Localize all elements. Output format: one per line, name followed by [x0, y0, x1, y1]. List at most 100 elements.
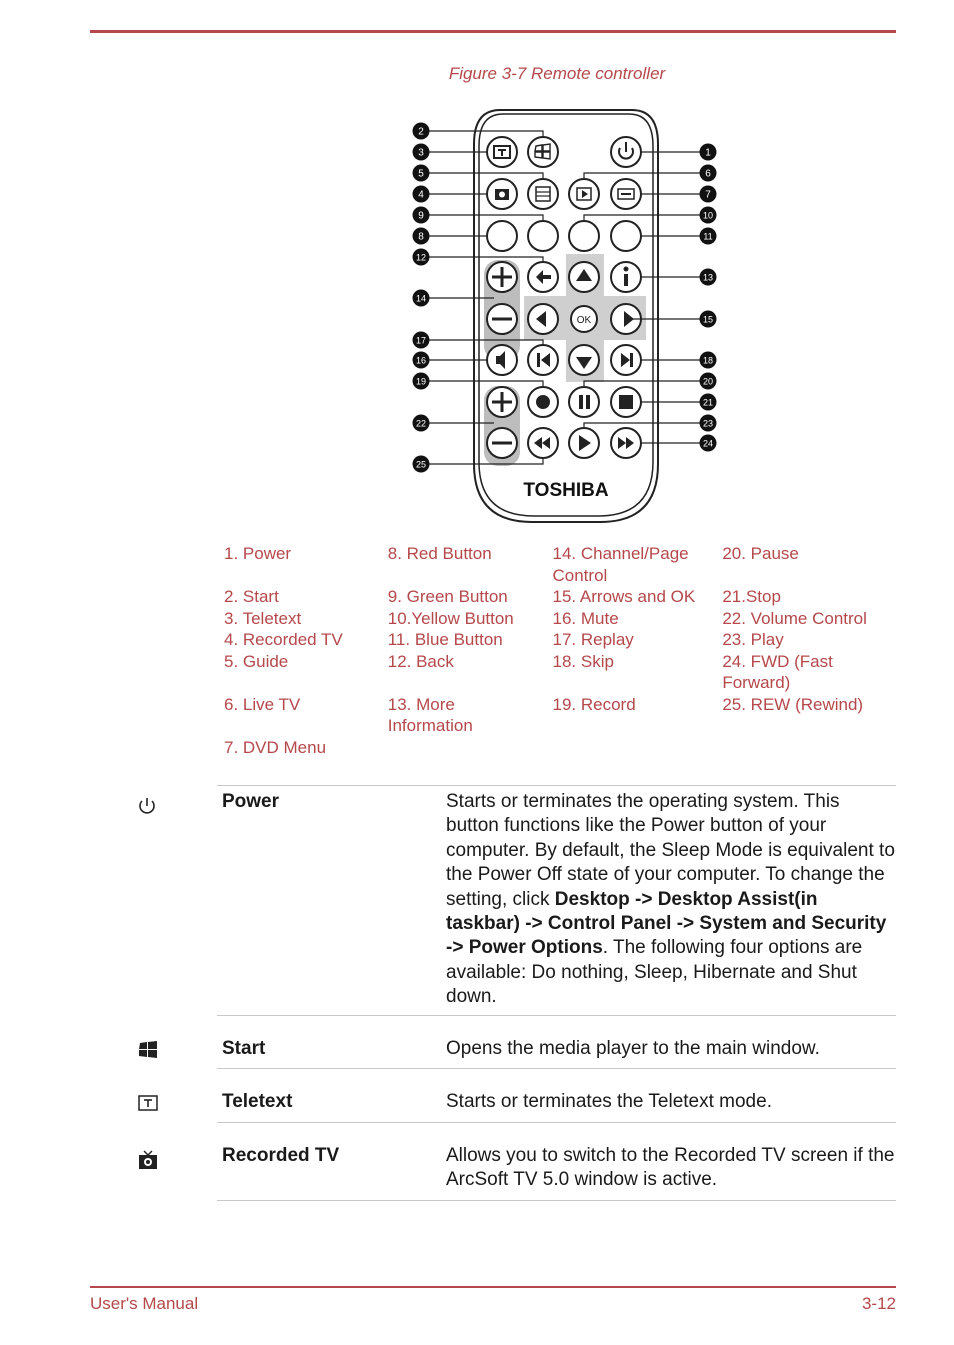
callout-bubble	[699, 164, 717, 182]
callout-number: 14	[416, 294, 426, 304]
footer-rule	[90, 1286, 896, 1288]
figure-caption: Figure 3-7 Remote controller	[448, 64, 666, 83]
legend-item: 20. Pause	[722, 544, 799, 563]
legend-item: 12. Back	[387, 651, 454, 671]
callout-number: 12	[416, 253, 426, 263]
entry-start: Start Opens the media player to the main…	[139, 1016, 896, 1069]
callout-number: 11	[703, 232, 712, 242]
recorded-tv-icon	[139, 1150, 157, 1169]
callout-bubble	[412, 227, 430, 245]
entry-text: Allows you to switch to the Recorded TV …	[446, 1145, 895, 1191]
callout-bubble	[412, 351, 430, 369]
callouts-right: 1 6 7 10 11 13 15 18 20 21 23 24	[699, 143, 717, 452]
footer-manual-title: User's Manual	[90, 1294, 199, 1313]
callout-number: 1	[705, 148, 711, 159]
legend-item: 10.Yellow Button	[387, 608, 514, 628]
callout-number: 19	[416, 377, 426, 387]
legend-item: 18. Skip	[552, 651, 614, 671]
callout-bubble	[699, 268, 717, 286]
legend-item: 21.Stop	[722, 587, 781, 606]
entry-term: Start	[222, 1038, 266, 1059]
teletext-icon	[138, 1095, 158, 1111]
callout-bubble	[412, 248, 430, 266]
legend-item: 24. FWD (Fast Forward)	[722, 651, 833, 693]
callout-number: 25	[416, 460, 426, 470]
callout-number: 23	[703, 419, 713, 429]
entry-text: Starts or terminates the operating syste…	[446, 791, 895, 1008]
callout-bubble	[412, 372, 430, 390]
legend-item: 2. Start	[224, 587, 279, 606]
callout-number: 15	[703, 315, 713, 325]
callout-bubble	[699, 351, 717, 369]
callout-number: 7	[705, 190, 711, 201]
callout-bubble	[699, 206, 717, 224]
legend-item: 8. Red Button	[387, 544, 492, 563]
callout-bubble	[412, 206, 430, 224]
legend-item: 14. Channel/Page Control	[552, 544, 689, 585]
legend-item: 5. Guide	[224, 651, 289, 671]
brand-label: TOSHIBA	[523, 480, 608, 501]
legend-item: 6. Live TV	[224, 694, 301, 714]
entry-term: Recorded TV	[222, 1145, 340, 1166]
legend-item: 16. Mute	[552, 608, 619, 628]
callout-bubble	[699, 372, 717, 390]
callout-bubble	[699, 310, 717, 328]
legend-item: 22. Volume Control	[722, 608, 867, 628]
callout-bubble	[699, 185, 717, 203]
entry-text: Opens the media player to the main windo…	[446, 1038, 820, 1059]
legend-item: 19. Record	[552, 694, 636, 714]
callout-number: 21	[703, 398, 713, 408]
callout-number: 8	[418, 232, 424, 243]
callout-number: 18	[703, 356, 713, 366]
legend-item: 25. REW (Rewind)	[722, 694, 864, 714]
callout-bubble	[412, 455, 430, 473]
page-number: 3-12	[861, 1294, 896, 1313]
callout-bubble	[412, 185, 430, 203]
callouts-left: 2 3 5 4 9 8 12 14 17 16 19 22 25	[412, 122, 430, 473]
callout-number: 5	[418, 169, 424, 180]
windows-logo-icon	[139, 1041, 157, 1058]
callout-bubble	[699, 434, 717, 452]
legend-item: 7. DVD Menu	[224, 737, 327, 757]
entry-recorded-tv: Recorded TV Allows you to switch to the …	[139, 1123, 896, 1201]
entry-teletext: Teletext Starts or terminates the Telete…	[138, 1069, 896, 1123]
button-legend: 1. Power 8. Red Button 14. Channel/Page Co…	[218, 543, 898, 758]
header-rule	[90, 30, 896, 33]
legend-item: 13. More Information	[387, 694, 473, 736]
callout-number: 3	[418, 148, 424, 159]
callout-bubble	[412, 122, 430, 140]
legend-item: 9. Green Button	[387, 587, 508, 606]
callout-number: 2	[418, 127, 424, 138]
callout-number: 17	[416, 336, 426, 346]
callout-bubble	[699, 393, 717, 411]
button-descriptions: Power Starts or terminates the operating…	[138, 785, 896, 1201]
callout-number: 20	[703, 377, 713, 387]
callout-number: 4	[418, 190, 424, 201]
callout-bubble	[412, 164, 430, 182]
ok-label: OK	[577, 315, 592, 326]
legend-item: 3. Teletext	[224, 608, 302, 628]
entry-term: Power	[222, 791, 280, 812]
callout-number: 13	[703, 273, 713, 283]
callout-bubble	[412, 143, 430, 161]
entry-term: Teletext	[222, 1091, 293, 1112]
callout-bubble	[699, 227, 717, 245]
callout-number: 9	[418, 211, 424, 222]
callout-number: 16	[416, 356, 426, 366]
legend-item: 23. Play	[722, 630, 784, 649]
entry-power: Power Starts or terminates the operating…	[139, 786, 896, 1016]
callout-number: 6	[705, 169, 711, 180]
legend-item: 1. Power	[224, 544, 292, 563]
callout-number: 24	[703, 439, 713, 449]
callout-bubble	[699, 143, 717, 161]
legend-item: 17. Replay	[552, 630, 634, 649]
callout-bubble	[412, 414, 430, 432]
callout-bubble	[412, 331, 430, 349]
callout-number: 22	[416, 419, 426, 429]
legend-item: 15. Arrows and OK	[552, 587, 696, 606]
callout-bubble	[699, 414, 717, 432]
power-icon	[139, 798, 155, 814]
callout-number: 10	[703, 211, 713, 221]
legend-item: 4. Recorded TV	[224, 630, 343, 649]
